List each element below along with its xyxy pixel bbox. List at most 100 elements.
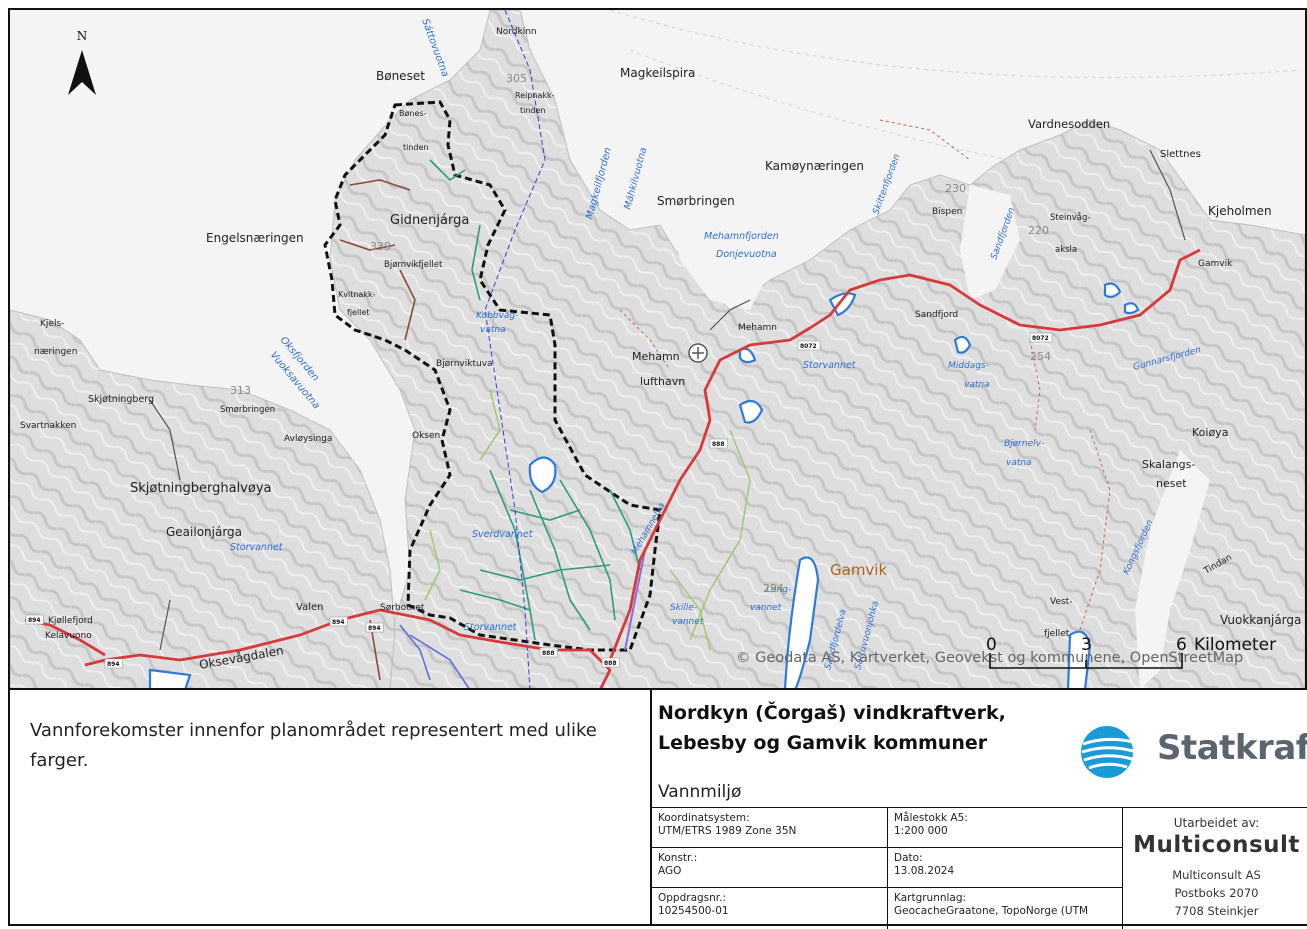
place-label-skjotningberg: Skjøtningberg	[88, 394, 154, 405]
place-label-svartnakken: Svartnakken	[20, 421, 76, 431]
water-label-middags-2: vatna	[964, 380, 990, 390]
title-block: Nordkyn (Čorgaš) vindkraftverk, Lebesby …	[650, 688, 1307, 929]
trail	[879, 119, 971, 161]
elevation-230: 230	[945, 182, 966, 195]
water-label-storvannet-s: Storvannet	[464, 622, 518, 633]
place-label-kjollefjord: Kjøllefjord	[48, 616, 93, 626]
place-label-skjotningberghalvoya: Skjøtningberghalvøya	[130, 481, 272, 496]
road-number-8072: 8072	[800, 343, 817, 350]
malestokk-label: Målestokk A5:	[894, 812, 968, 824]
place-label-kvitnakk-1: Kvitnakk-	[338, 290, 376, 299]
water-label-sverdvannet: Sverdvannet	[472, 529, 534, 540]
water-label-lang-1: Lang-	[766, 585, 791, 595]
north-arrow-label: N	[77, 29, 88, 43]
place-label-mehamn-lufthavn-2: lufthavn	[640, 375, 685, 388]
water-label-storvannet-mehamn: Storvannet	[803, 360, 857, 371]
place-label-gidnenjarga: Gidnenjárga	[390, 213, 469, 228]
airport-icon-cross	[692, 347, 704, 359]
road-number-8072: 8072	[1032, 335, 1049, 342]
elevation-313: 313	[230, 384, 251, 397]
place-label-reipnakk-1: Reipnakk-	[515, 91, 555, 100]
road-shield-bg	[539, 647, 558, 658]
trail	[1029, 339, 1041, 431]
fjord-sandfjorden	[960, 185, 1020, 300]
statkraft-logo-text: Statkraft	[1157, 728, 1307, 768]
road-shield-bg	[797, 340, 821, 351]
place-label-oksen: Oksen	[412, 431, 440, 441]
place-labels: NordkinnMagkeilspiraBønesetBønes-tindenR…	[20, 27, 1301, 672]
prepared-by-company: Multiconsult AS	[1172, 868, 1261, 882]
scale-tick-0: 0	[986, 635, 997, 655]
place-label-vest-1: Vest-	[1050, 597, 1072, 607]
place-label-koioya: Koiøya	[1192, 426, 1228, 439]
place-label-magkeilspira: Magkeilspira	[620, 66, 695, 80]
place-label-kjels-2: næringen	[34, 347, 77, 357]
map-subject: Vannmiljø	[658, 782, 742, 802]
water-label-skille-1: Skille-	[670, 603, 697, 613]
streams-lightgreen	[424, 389, 751, 651]
road-shield-bg	[104, 658, 123, 669]
place-label-geailonjarga: Geailonjárga	[166, 525, 242, 539]
prepared-by-city: 7708 Steinkjer	[1174, 904, 1259, 918]
elevation-220: 220	[1028, 224, 1049, 237]
place-label-bjornviktuva: Bjørnviktuva	[436, 359, 493, 369]
place-label-bonestinden-2: tinden	[403, 143, 429, 152]
road-secondary	[149, 149, 1186, 651]
place-label-bjornvikfjellet: Bjørnvikfjellet	[384, 260, 443, 270]
place-label-steinvag-1: Steinvåg-	[1050, 212, 1090, 223]
scale-bar: 0 3 6 Kilometer	[986, 635, 1276, 669]
scale-tick-3: 3	[1081, 635, 1092, 655]
multiconsult-logo: Multiconsult	[1133, 832, 1300, 858]
place-label-skalangs-1: Skalangs-	[1142, 458, 1195, 471]
fjord-mehamnfjorden	[670, 210, 770, 310]
road-shield-bg	[329, 616, 348, 627]
road-number-894: 894	[28, 617, 41, 624]
north-arrow-icon	[68, 50, 96, 95]
road-shield-bg	[365, 622, 384, 633]
info-konstr: Konstr.: AGO	[652, 848, 888, 888]
graticule-line	[629, 49, 1011, 161]
fjord-kongsfjorden	[1135, 450, 1210, 688]
elevation-339: 339	[370, 240, 391, 253]
dato-label: Dato:	[894, 852, 923, 864]
dato-value: 13.08.2024	[894, 865, 955, 877]
study-area-boundary	[323, 100, 662, 652]
water-label-kobbvag-1: Kobbvåg-	[476, 310, 518, 321]
place-label-reipnakk-2: tinden	[520, 106, 546, 115]
malestokk-value: 1:200 000	[894, 825, 948, 837]
scale-bar-line	[989, 653, 1183, 669]
north-arrow: N	[68, 29, 96, 95]
kartgrunnlag-label: Kartgrunnlag:	[894, 892, 967, 904]
water-label-donjevuotna: Donjevuotna	[716, 249, 777, 260]
water-label-bjornelv-2: vatna	[1006, 458, 1032, 468]
map-canvas[interactable]: N NordkinnMagkeilspiraBønesetBønes-tinde…	[10, 10, 1305, 688]
elevation-305: 305	[506, 72, 527, 85]
municipality-label: Gamvik	[830, 561, 887, 579]
municipality-boundary	[484, 10, 546, 688]
road-number-888: 888	[542, 650, 555, 657]
place-label-kjels-1: Kjels-	[40, 319, 64, 329]
place-label-avloysinga: Avløysinga	[284, 434, 332, 444]
road-shield-bg	[709, 438, 728, 449]
water-label-lang-2: vannet	[750, 603, 782, 613]
prepared-by-panel: Utarbeidet av: Multiconsult Multiconsult…	[1122, 808, 1307, 929]
road-shield-bg	[1029, 332, 1053, 343]
description-panel: Vannforekomster innenfor planområdet rep…	[8, 688, 650, 926]
place-label-vest-2: fjellet	[1044, 629, 1070, 639]
map-description: Vannforekomster innenfor planområdet rep…	[30, 720, 597, 771]
road-shield-bg	[601, 657, 620, 668]
water-label-storvannet-w: Storvannet	[230, 542, 284, 553]
place-label-vardnesodden: Vardnesodden	[1028, 117, 1110, 131]
place-label-mehamn: Mehamn	[738, 323, 777, 333]
graticule-line	[609, 10, 1301, 79]
water-label-skille-2: vannet	[672, 617, 704, 627]
koordinatsystem-value: UTM/ETRS 1989 Zone 35N	[658, 825, 797, 837]
scale-tick-6: 6	[1176, 635, 1187, 655]
place-label-bispen: Bispen	[932, 207, 962, 217]
konstr-value: AGO	[658, 865, 682, 877]
scale-unit: Kilometer	[1194, 635, 1276, 655]
place-label-kelavuono: Kelavuono	[45, 631, 92, 641]
konstr-label: Konstr.:	[658, 852, 698, 864]
koordinatsystem-label: Koordinatsystem:	[658, 812, 750, 824]
